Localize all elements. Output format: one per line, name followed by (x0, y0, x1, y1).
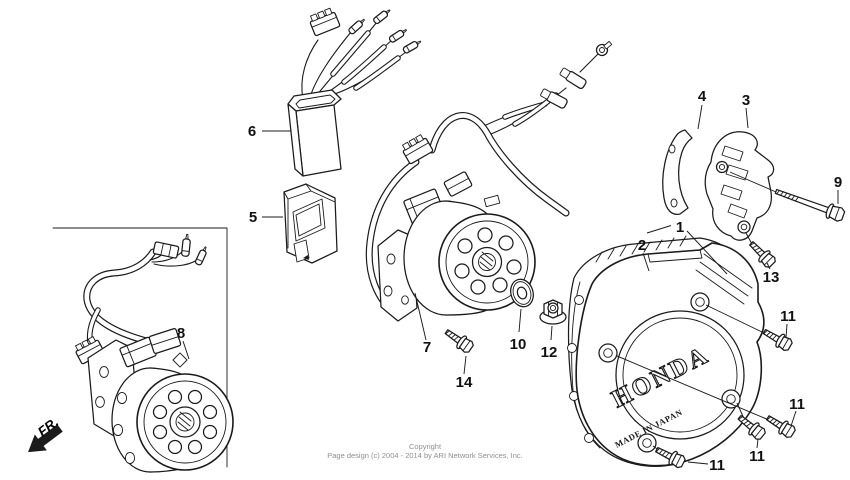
callout-8[interactable]: 8 (177, 325, 185, 342)
callout-11-b[interactable]: 11 (789, 396, 805, 413)
callout-1[interactable]: 1 (676, 219, 684, 236)
fr-label: FR. (35, 414, 61, 439)
cover-bolt-lug (690, 292, 710, 312)
callout-5[interactable]: 5 (249, 209, 257, 226)
callout-9[interactable]: 9 (834, 174, 842, 191)
flange-bolt-part14 (441, 325, 476, 356)
setting-plate-part4 (663, 130, 692, 214)
callout-3[interactable]: 3 (742, 92, 750, 109)
footer-copyright: Copyright Page design (c) 2004 - 2014 by… (327, 442, 523, 460)
callout-11-c[interactable]: 11 (749, 448, 765, 465)
callout-11-d[interactable]: 11 (709, 457, 725, 474)
flange-nut-part12 (540, 300, 566, 324)
alternator-assembly-part8 (72, 233, 233, 472)
cdi-unit-part6 (288, 6, 423, 176)
washer-part10 (507, 276, 537, 309)
stator-rotor-part7 (369, 39, 614, 321)
callout-13[interactable]: 13 (763, 269, 780, 286)
callout-2[interactable]: 2 (638, 237, 646, 254)
cdi-holder-part5 (284, 184, 337, 263)
fr-arrow-icon (28, 424, 63, 453)
flange-bolt-part11-a (760, 324, 795, 354)
callout-4[interactable]: 4 (698, 88, 707, 105)
cover-bolt-lug (721, 389, 741, 409)
footer-line2: Page design (c) 2004 - 2014 by ARI Netwo… (327, 451, 523, 460)
front-direction-indicator: FR. (28, 414, 63, 453)
sprocket-guard-part3 (705, 132, 773, 240)
callout-14[interactable]: 14 (456, 374, 473, 391)
callout-7[interactable]: 7 (423, 339, 431, 356)
callout-12[interactable]: 12 (541, 344, 558, 361)
callout-11-a[interactable]: 11 (780, 308, 796, 325)
callout-6[interactable]: 6 (248, 123, 256, 140)
cover-bolt-lug (598, 343, 618, 363)
footer-line1: Copyright (409, 442, 442, 451)
flange-bolt-part11-b (763, 410, 798, 441)
detail-boundary-lines (53, 228, 227, 467)
callout-10[interactable]: 10 (510, 336, 527, 353)
callout-leader-lines (183, 105, 838, 464)
cover-bolt-lug (637, 433, 657, 453)
left-crankcase-cover-part1: HONDA MADE IN JAPAN (576, 243, 764, 466)
